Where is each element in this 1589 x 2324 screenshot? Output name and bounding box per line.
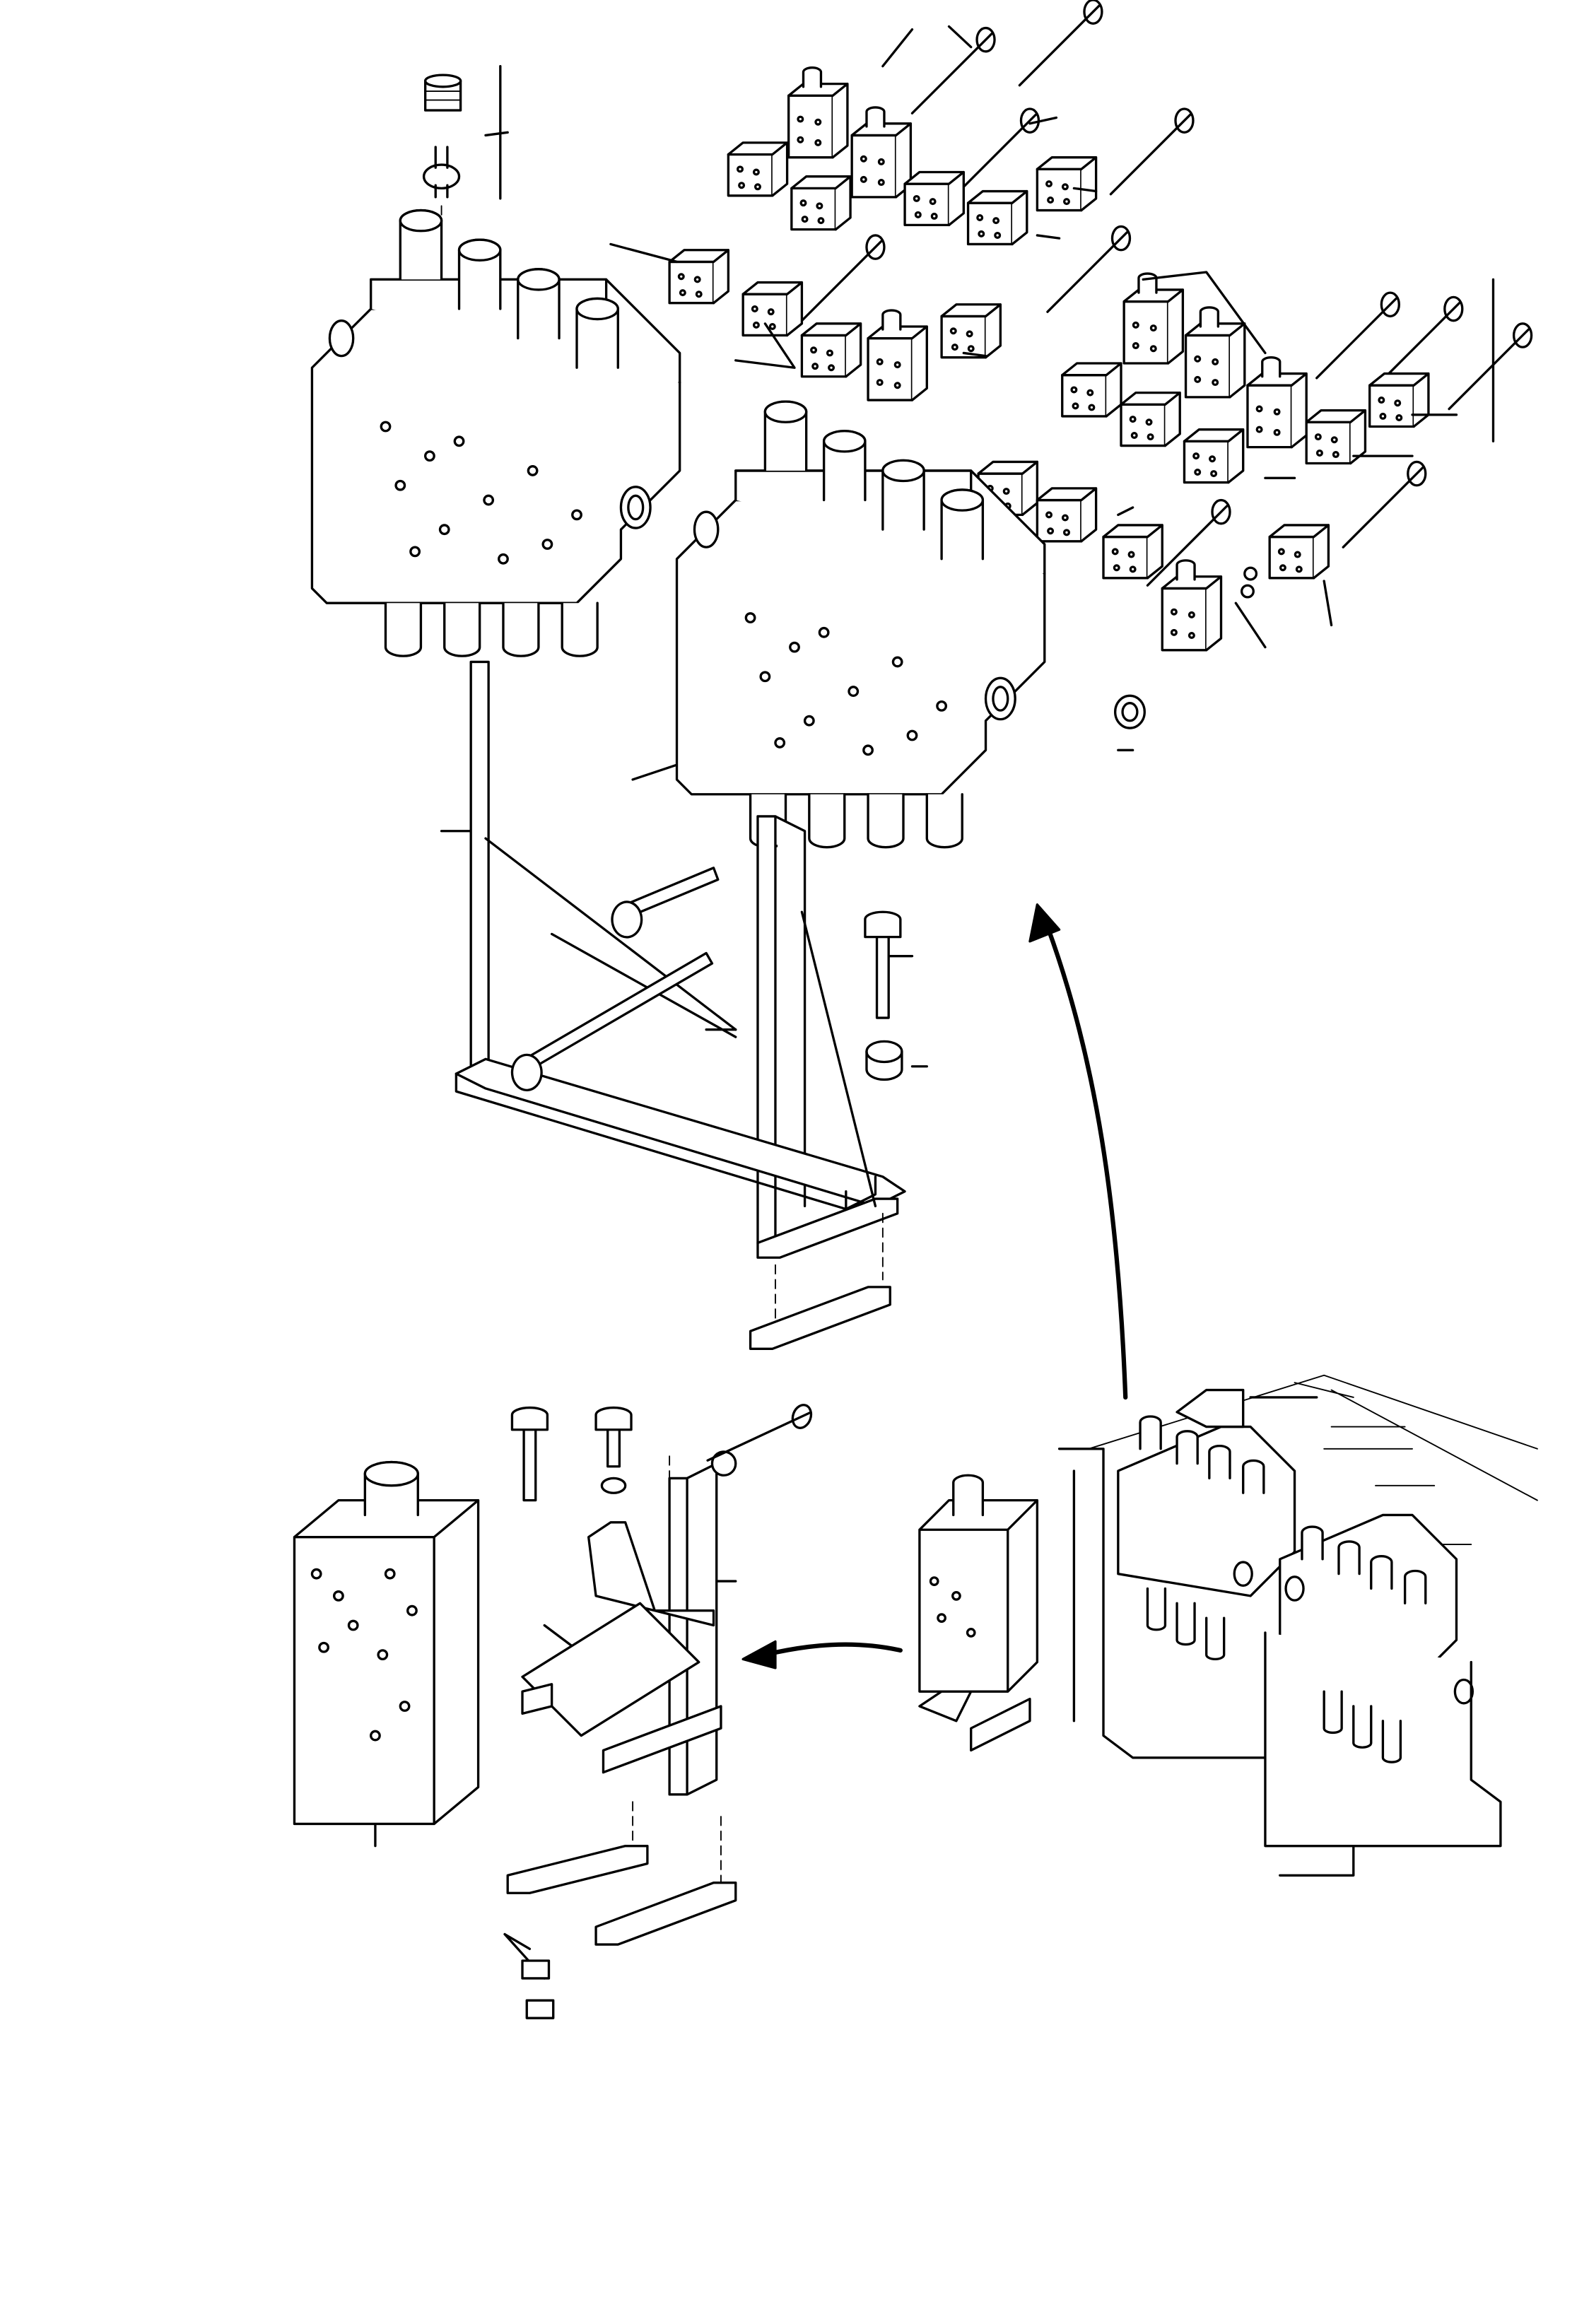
cover-plate [800,322,862,378]
control-valve-block-left [310,209,681,657]
solenoid-cap [787,66,849,159]
solenoid-cap [1122,272,1185,365]
mounting-bracket [506,1455,737,1946]
bolt [1448,322,1533,411]
cover-plates [668,66,1430,652]
valve-block [310,209,681,657]
cover-plate [790,175,852,231]
shim-plate [594,1882,737,1946]
solenoid-cap [850,106,913,199]
spacer [865,1040,903,1064]
machine-overview [1057,1374,1538,1877]
shim-plate [749,1286,891,1350]
shim-plate [506,1845,649,1894]
cover-plate [903,170,965,227]
solenoid-valve-assembly [918,1474,1039,1752]
nut-hole [1121,702,1139,722]
cover-plate [1036,487,1098,543]
cover-plate [1036,156,1098,212]
bolt [1046,225,1132,313]
arrow-head [1028,903,1061,943]
solenoid-cap [1184,306,1246,399]
o-ring [1243,566,1258,581]
arrow-to-valve-stand [1045,924,1128,1400]
bolt [1018,0,1103,87]
auxiliary-valve [293,1460,480,1826]
cover-plate [741,281,804,337]
cover-plate [727,141,789,197]
solenoid-cap [867,309,928,401]
arrows [741,903,1128,1669]
cover-plate [1120,391,1181,447]
solenoid-cap [1246,356,1308,449]
bolt [1315,291,1400,380]
bracket-fasteners [510,1379,816,2019]
solenoid-cap [1161,559,1223,652]
nut [1113,694,1146,729]
o-ring [1240,584,1255,599]
bolt [955,107,1040,196]
stand-bolts [510,867,903,1091]
nuts [521,1959,555,2019]
cover-plate [1183,428,1245,484]
cover-plate [940,303,1002,359]
washer [600,1477,627,1494]
arrow-to-bracket [763,1642,903,1657]
valve-stand-frame [455,660,906,1350]
cover-plate [966,189,1028,246]
bolt [1109,107,1195,196]
arrow-head [741,1640,777,1669]
cover-plate [1061,362,1122,418]
cover-plate [668,249,730,305]
plug-and-fitting [422,74,462,281]
washer [710,1450,737,1477]
bolt [910,26,996,115]
cover-plate [1268,524,1330,580]
bolt [800,234,886,322]
bolt [1342,460,1427,548]
cover-plate [1368,372,1430,428]
leader-lines [374,25,1495,1980]
cover-plate [1102,524,1163,580]
